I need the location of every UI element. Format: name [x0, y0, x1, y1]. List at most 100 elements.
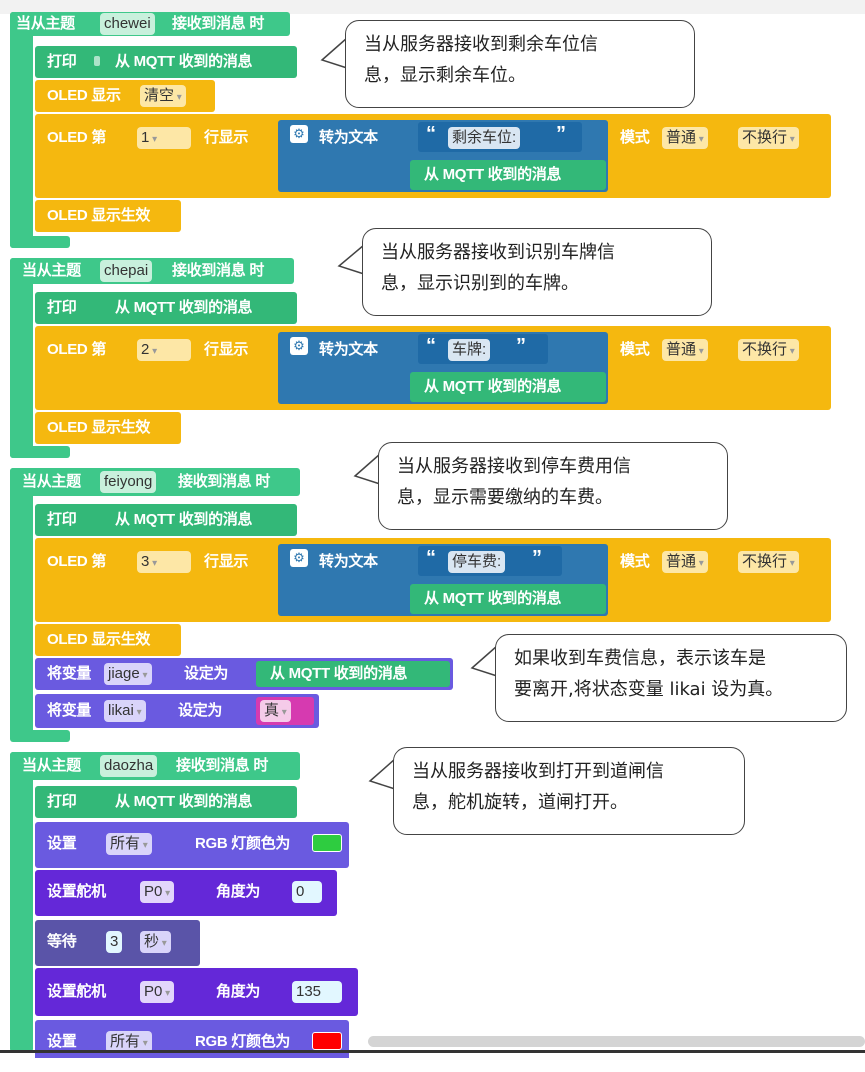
- servo-angle-1[interactable]: 0: [292, 881, 322, 903]
- oled-apply-block[interactable]: [35, 624, 181, 656]
- print-label: 打印: [47, 511, 77, 528]
- string-field-3[interactable]: 停车费:: [448, 551, 506, 573]
- gear-icon[interactable]: ⚙: [290, 549, 308, 567]
- set-var-label: 将变量: [47, 665, 92, 682]
- string-field-2[interactable]: 车牌:: [448, 339, 491, 361]
- servo-angle-2[interactable]: 135: [292, 981, 342, 1003]
- note-line: 息，显示剩余车位。: [364, 65, 526, 86]
- angle-label: 角度为: [216, 983, 261, 1000]
- set-var-label: 将变量: [47, 702, 92, 719]
- print-label: 打印: [47, 53, 77, 70]
- color-swatch-green[interactable]: [312, 834, 342, 852]
- oled-apply-block[interactable]: [35, 200, 181, 232]
- print-block[interactable]: [35, 786, 297, 818]
- color-swatch-red[interactable]: [312, 1032, 342, 1050]
- mqtt-message-value[interactable]: 从 MQTT 收到的消息: [115, 511, 253, 528]
- mqtt-message-value[interactable]: 从 MQTT 收到的消息: [115, 793, 253, 810]
- led-select-dropdown[interactable]: 所有: [106, 833, 152, 855]
- gear-icon[interactable]: ⚙: [290, 125, 308, 143]
- event-block-feiyong[interactable]: [10, 468, 33, 740]
- variable-dropdown-likai[interactable]: likai: [104, 700, 146, 722]
- close-quote: ”: [532, 547, 542, 569]
- rgb-label: RGB 灯颜色为: [195, 1033, 291, 1050]
- callout-note-4: 如果收到车费信息，表示该车是 要离开,将状态变量 likai 设为真。: [495, 634, 847, 722]
- mqtt-msg-reporter-var[interactable]: [256, 661, 450, 687]
- topic-field-feiyong[interactable]: feiyong: [100, 471, 157, 493]
- mqtt-message-value: 从 MQTT 收到的消息: [270, 665, 408, 682]
- mqtt-msg-reporter-3[interactable]: [410, 584, 606, 614]
- event-block-daozha[interactable]: [10, 752, 33, 1052]
- gear-icon[interactable]: ⚙: [290, 337, 308, 355]
- topic-field-chepai[interactable]: chepai: [100, 260, 153, 282]
- oled-line-prefix: OLED 第: [47, 341, 107, 358]
- note-line: 如果收到车费信息，表示该车是: [514, 648, 766, 669]
- set-servo-block-1[interactable]: [35, 870, 337, 916]
- wait-seconds-value[interactable]: 3: [106, 931, 123, 953]
- note-line: 当从服务器接收到停车费用信: [397, 456, 631, 477]
- note-line: 要离开,将状态变量 likai 设为真。: [514, 679, 784, 700]
- oled-apply-label: OLED 显示生效: [47, 419, 151, 436]
- mode-dropdown[interactable]: 普通: [662, 551, 708, 573]
- oled-line-suffix: 行显示: [204, 341, 249, 358]
- mqtt-msg-reporter-2[interactable]: [410, 372, 606, 402]
- mqtt-message-value: 从 MQTT 收到的消息: [424, 166, 562, 183]
- event-block-chewei[interactable]: [10, 12, 33, 248]
- callout-note-2: 当从服务器接收到识别车牌信 息，显示识别到的车牌。: [362, 228, 712, 316]
- oled-clear-dropdown[interactable]: 清空: [140, 85, 186, 107]
- time-unit-dropdown[interactable]: 秒: [140, 931, 171, 953]
- event-label-prefix: 当从主题: [22, 473, 81, 490]
- oled-apply-block[interactable]: [35, 412, 181, 444]
- note-line: 当从服务器接收到打开到道闸信: [412, 761, 664, 782]
- topic-field-daozha[interactable]: daozha: [100, 755, 158, 777]
- event-block-chepai[interactable]: [10, 258, 33, 458]
- close-quote: ”: [516, 335, 526, 357]
- topic-field-chewei[interactable]: chewei: [100, 13, 155, 35]
- oled-apply-label: OLED 显示生效: [47, 631, 151, 648]
- horizontal-scrollbar[interactable]: [368, 1036, 865, 1047]
- angle-label: 角度为: [216, 883, 261, 900]
- boolean-dropdown[interactable]: 真: [260, 700, 291, 722]
- wait-label: 等待: [47, 933, 77, 950]
- variable-dropdown-jiage[interactable]: jiage: [104, 663, 152, 685]
- event-foot-chepai: [10, 446, 70, 458]
- led-select-dropdown[interactable]: 所有: [106, 1031, 152, 1053]
- oled-line-number-3[interactable]: 3: [137, 551, 191, 573]
- print-block[interactable]: [35, 504, 297, 536]
- open-quote: “: [426, 123, 436, 145]
- set-var-suffix: 设定为: [178, 702, 223, 719]
- close-quote: ”: [556, 123, 566, 145]
- string-field-1[interactable]: 剩余车位:: [448, 127, 521, 149]
- set-rgb-block[interactable]: [35, 822, 349, 868]
- open-quote: “: [426, 335, 436, 357]
- mode-label: 模式: [620, 553, 650, 570]
- mqtt-msg-reporter-1[interactable]: [410, 160, 606, 190]
- mqtt-message-value[interactable]: 从 MQTT 收到的消息: [115, 53, 253, 70]
- mode-dropdown[interactable]: 普通: [662, 339, 708, 361]
- oled-line-number-2[interactable]: 2: [137, 339, 191, 361]
- event-label-prefix: 当从主题: [22, 757, 81, 774]
- mqtt-message-value: 从 MQTT 收到的消息: [424, 378, 562, 395]
- mqtt-message-value[interactable]: 从 MQTT 收到的消息: [115, 299, 253, 316]
- mqtt-message-value: 从 MQTT 收到的消息: [424, 590, 562, 607]
- servo-pin-dropdown[interactable]: P0: [140, 981, 175, 1003]
- mode-dropdown[interactable]: 普通: [662, 127, 708, 149]
- event-label-suffix: 接收到消息 时: [178, 473, 271, 490]
- servo-label: 设置舵机: [47, 983, 106, 1000]
- print-block[interactable]: [35, 46, 297, 78]
- input-notch: [94, 56, 100, 66]
- rgb-label: RGB 灯颜色为: [195, 835, 291, 852]
- event-foot-feiyong: [10, 730, 70, 742]
- to-text-label: 转为文本: [319, 129, 378, 146]
- wrap-dropdown[interactable]: 不换行: [738, 339, 799, 361]
- print-label: 打印: [47, 793, 77, 810]
- wrap-dropdown[interactable]: 不换行: [738, 551, 799, 573]
- oled-line-suffix: 行显示: [204, 129, 249, 146]
- servo-pin-dropdown[interactable]: P0: [140, 881, 175, 903]
- callout-note-3: 当从服务器接收到停车费用信 息，显示需要缴纳的车费。: [378, 442, 728, 530]
- event-foot-chewei: [10, 236, 70, 248]
- oled-line-number-1[interactable]: 1: [137, 127, 191, 149]
- wrap-dropdown[interactable]: 不换行: [738, 127, 799, 149]
- print-block[interactable]: [35, 292, 297, 324]
